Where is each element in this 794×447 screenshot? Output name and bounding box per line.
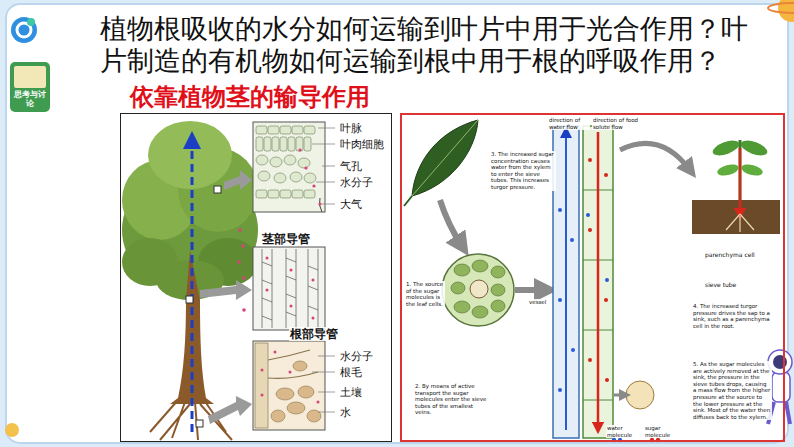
discussion-badge <box>10 62 50 112</box>
part-label: 水分子 <box>339 350 374 363</box>
phloem-illustration <box>404 120 780 442</box>
part-label: 3. The increased sugar concentration cau… <box>490 151 556 191</box>
part-label: direction of food solute flow <box>592 117 640 130</box>
water-molecule-dots <box>237 228 246 312</box>
logo-dot <box>27 18 35 26</box>
part-label: direction of water flow <box>548 117 590 130</box>
leaf-inset <box>253 122 325 212</box>
part-label: vessel <box>528 299 547 306</box>
tree <box>122 121 258 440</box>
badge-book <box>14 66 46 88</box>
part-label: 气孔 <box>339 160 363 173</box>
tree-panel: 叶脉叶肉细胞气孔水分子大气茎部导管根部导管水分子根毛土壤水 <box>120 113 392 442</box>
planet-ring <box>768 3 794 13</box>
part-label: 水分子 <box>339 176 374 189</box>
part-label: parenchyma cell <box>704 251 756 258</box>
part-label: sieve tube <box>704 281 737 288</box>
planet <box>5 423 19 437</box>
slide-card <box>6 4 788 443</box>
badge-text: 思考与讨论 <box>13 90 47 108</box>
subtitle: 依靠植物茎的输导作用 <box>130 84 370 112</box>
stem-vessel-inset <box>253 247 325 330</box>
slide-title: 植物根吸收的水分如何运输到叶片中用于光合作用？叶片制造的有机物如何运输到根中用于… <box>100 13 762 77</box>
zoom-arrows <box>200 170 252 424</box>
detail-markers <box>186 186 221 427</box>
part-label: 茎部导管 <box>261 232 311 246</box>
phloem-panel: direction of water flowdirection of food… <box>400 113 785 442</box>
part-label: 大气 <box>339 198 363 211</box>
part-label: 根毛 <box>339 366 363 379</box>
part-label: sugar molecule <box>644 425 676 438</box>
part-label: 根部导管 <box>289 327 339 341</box>
part-label: 叶肉细胞 <box>339 138 385 151</box>
water-flow-arrow <box>191 140 194 432</box>
part-label: 4. The increased turgor pressure drives … <box>692 303 772 329</box>
part-label: 叶脉 <box>339 122 363 135</box>
part-label: 1. The source of the sugar molecules is … <box>405 281 445 307</box>
part-label: water molecule <box>606 425 638 438</box>
logo <box>11 17 37 43</box>
root-inset <box>253 341 325 430</box>
leader-lines <box>312 128 335 412</box>
part-label: 土壤 <box>339 386 363 399</box>
part-label: 5. As the sugar molecules are actively r… <box>692 361 772 420</box>
part-label: 水 <box>339 406 352 419</box>
part-label: 2. By means of active transport the suga… <box>414 383 492 416</box>
